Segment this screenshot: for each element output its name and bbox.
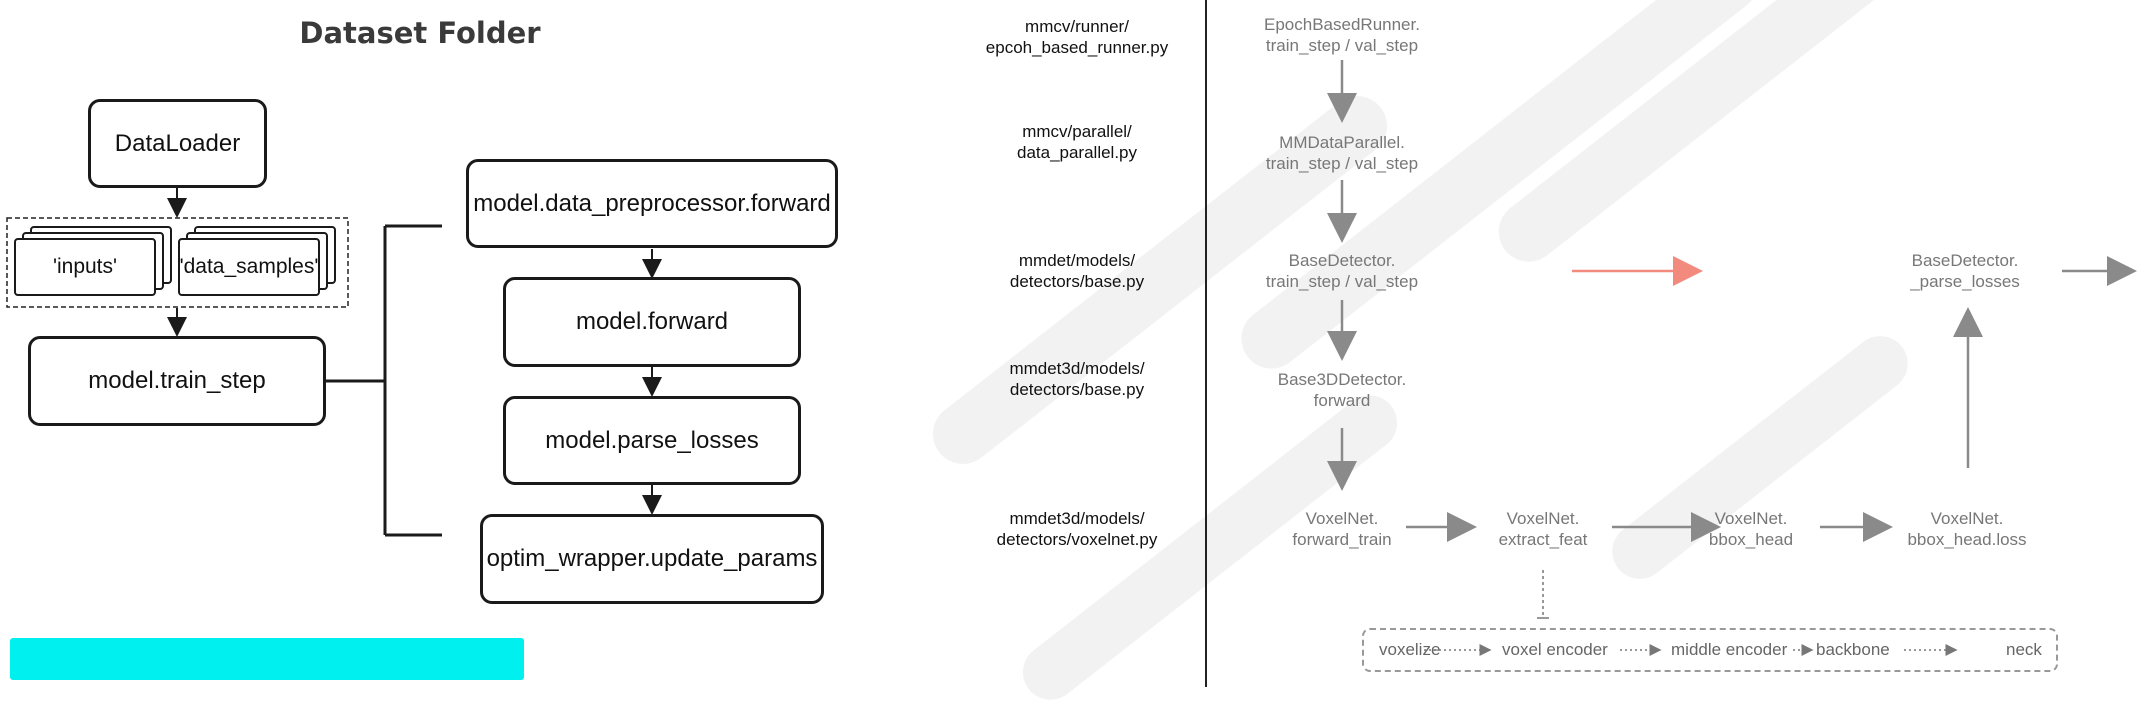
data-samples-node: 'data_samples' <box>178 238 320 296</box>
voxelnet-forward-train-label: VoxelNet.forward_train <box>1292 509 1392 549</box>
path-label-mmdet3d-base: mmdet3d/models/detectors/base.py <box>1009 359 1145 399</box>
batch-dashed-box <box>6 217 349 308</box>
train-step-node: model.train_step <box>28 336 326 426</box>
path-label-voxelnet: mmdet3d/models/detectors/voxelnet.py <box>996 509 1158 549</box>
voxelnet-bbox-head-label: VoxelNet.bbox_head <box>1708 509 1794 549</box>
base-detector-label: BaseDetector.train_step / val_step <box>1265 251 1419 291</box>
stage-backbone: backbone <box>1816 640 1890 659</box>
connector-layer <box>6 60 2137 656</box>
parse-losses-label: BaseDetector._parse_losses <box>1910 251 2020 291</box>
page-title: Dataset Folder <box>299 16 541 50</box>
dataloader-node: DataLoader <box>88 99 267 188</box>
voxelnet-bbox-head-loss-label: VoxelNet.bbox_head.loss <box>1907 509 2027 549</box>
preprocessor-node: model.data_preprocessor.forward <box>466 159 838 248</box>
update-params-node: optim_wrapper.update_params <box>480 514 824 604</box>
stage-middle-encoder: middle encoder <box>1671 640 1788 659</box>
stage-voxelize: voxelize <box>1379 640 1441 659</box>
path-label-parallel: mmcv/parallel/data_parallel.py <box>1016 122 1138 162</box>
backbone-stages-box <box>1362 628 2058 672</box>
stage-neck: neck <box>2006 640 2042 659</box>
forward-node: model.forward <box>503 277 801 367</box>
parallel-label: MMDataParallel.train_step / val_step <box>1265 133 1419 173</box>
path-label-mmdet-base: mmdet/models/detectors/base.py <box>1009 251 1145 291</box>
highlight-bar <box>10 638 524 680</box>
runner-label: EpochBasedRunner.train_step / val_step <box>1264 15 1420 55</box>
voxelnet-extract-feat-label: VoxelNet.extract_feat <box>1498 509 1588 549</box>
path-label-runner: mmcv/runner/epcoh_based_runner.py <box>985 17 1169 57</box>
stage-voxel-encoder: voxel encoder <box>1502 640 1608 659</box>
parse-losses-node: model.parse_losses <box>503 396 801 485</box>
inputs-node: 'inputs' <box>14 238 156 296</box>
base3d-detector-label: Base3DDetector.forward <box>1277 370 1407 410</box>
divider-line <box>1205 0 1207 687</box>
